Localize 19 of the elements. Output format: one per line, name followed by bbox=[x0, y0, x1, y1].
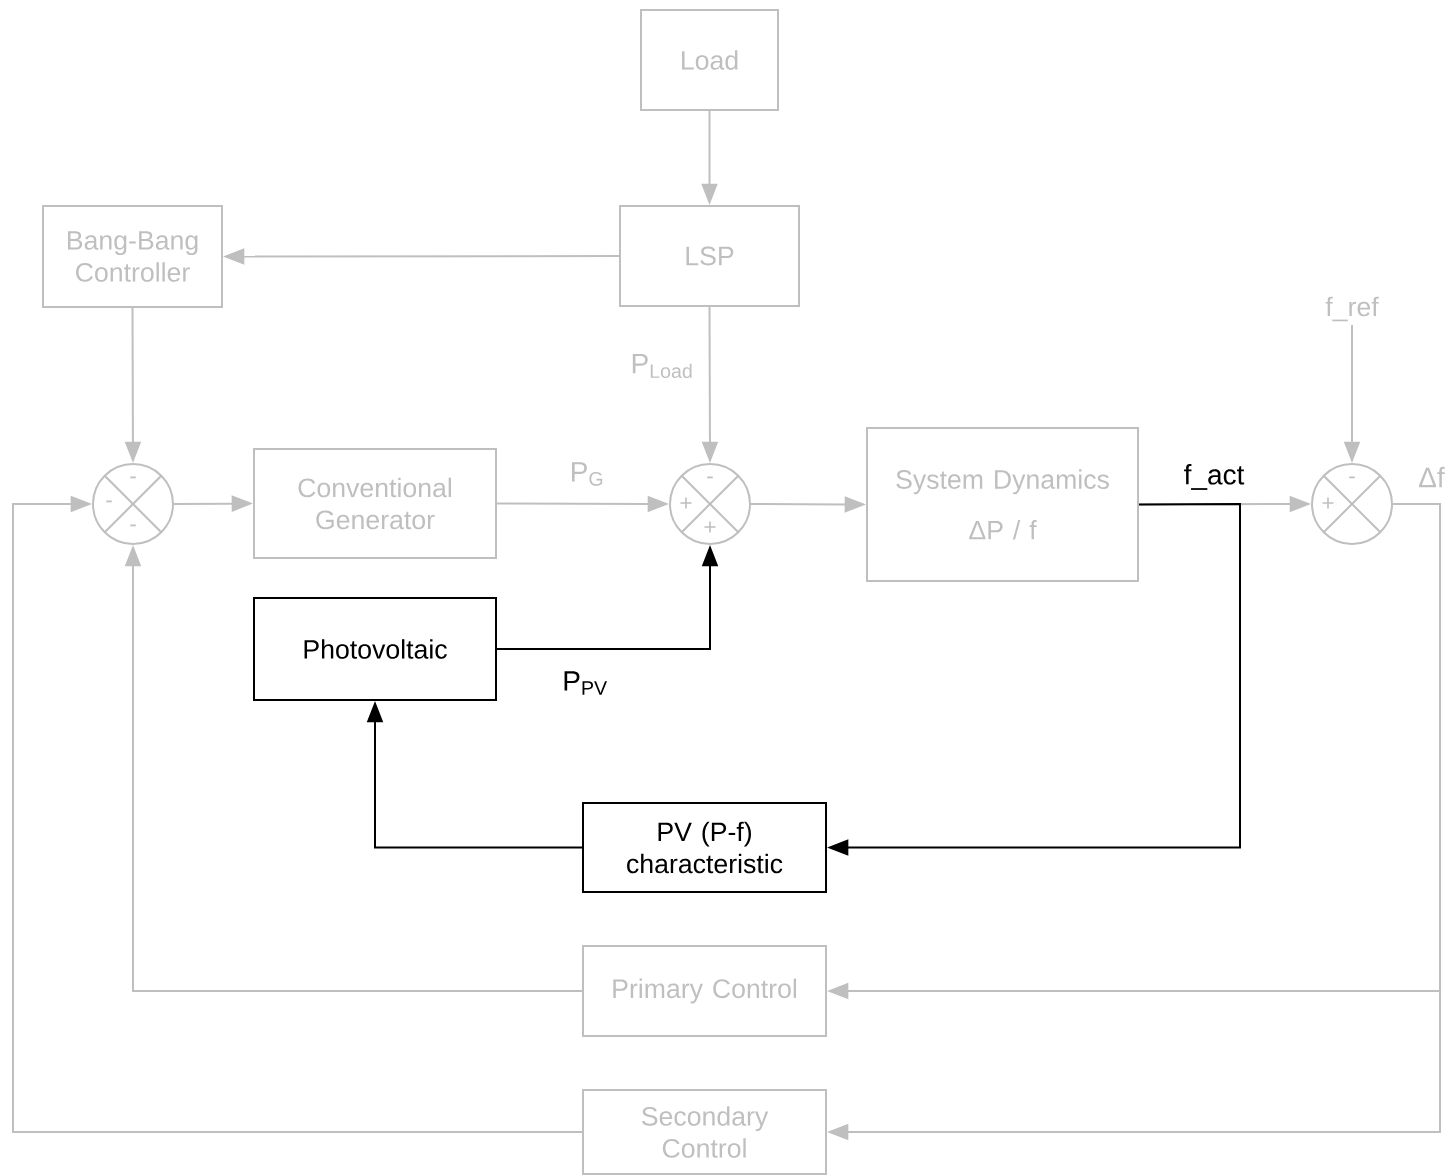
block-box: Secondary Control bbox=[582, 1089, 827, 1175]
block-box: Load bbox=[640, 9, 779, 111]
edge-label: Δf bbox=[1419, 466, 1445, 488]
block-box: Bang-Bang Controller bbox=[42, 205, 223, 308]
block-box: System Dynamics ΔP / f bbox=[866, 427, 1139, 582]
summing-junction: - + bbox=[1311, 463, 1393, 545]
block-box: LSP bbox=[619, 205, 800, 307]
block-box: Primary Control bbox=[582, 945, 827, 1037]
signal-label: f_ref bbox=[1325, 296, 1379, 322]
block-box: PV (P-f) characteristic bbox=[582, 802, 827, 893]
summing-junction: - + + bbox=[669, 463, 751, 545]
edge-label: P$_{PV}$ bbox=[564, 671, 607, 695]
edge-label: f_act bbox=[1184, 464, 1245, 490]
edge-label: P$_{G}$ bbox=[572, 462, 603, 486]
summing-junction: - - - bbox=[92, 463, 174, 545]
block-box: Conventional Generator bbox=[253, 448, 497, 559]
edge-label: P$_{Load}$ bbox=[632, 353, 692, 379]
arrow bbox=[12, 495, 583, 1133]
block-box: Photovoltaic bbox=[253, 597, 497, 701]
